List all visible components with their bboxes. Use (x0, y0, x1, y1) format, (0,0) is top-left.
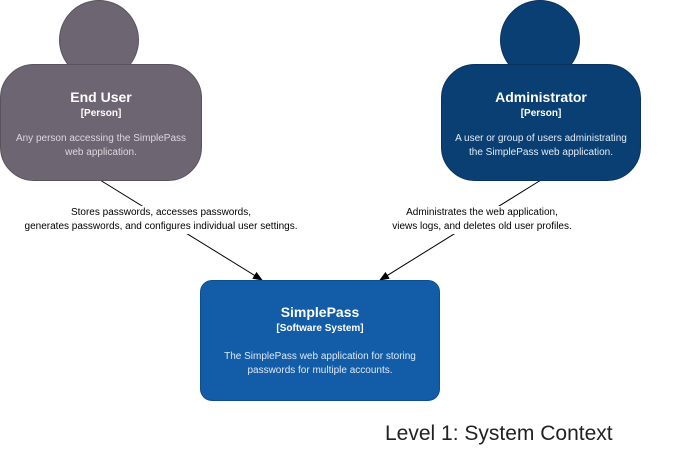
edge-label-line: Stores passwords, accesses passwords, (70, 207, 252, 218)
diagram-caption: Level 1: System Context (385, 422, 613, 445)
end-user-title: End User (70, 89, 132, 105)
administrator-title: Administrator (495, 89, 587, 105)
administrator-description-line: the SimplePass web application. (469, 147, 613, 158)
edge-label-administrator-to-simplepass: Administrates the web application, views… (378, 206, 586, 234)
edge-label-end-user-to-simplepass: Stores passwords, accesses passwords, ge… (6, 206, 316, 234)
simplepass-system-node[interactable]: SimplePass [Software System] The SimpleP… (200, 280, 440, 401)
edge-label-line: views logs, and deletes old user profile… (392, 221, 572, 232)
end-user-node[interactable]: End User [Person] Any person accessing t… (0, 64, 202, 181)
simplepass-description-line: passwords for multiple accounts. (247, 365, 393, 376)
edge-label-line: Administrates the web application, (406, 207, 558, 218)
simplepass-title: SimplePass (280, 304, 360, 320)
administrator-type: [Person] (520, 108, 562, 119)
administrator-description: A user or group of users administrating … (446, 132, 636, 160)
edge-label-line: generates passwords, and configures indi… (24, 221, 298, 232)
administrator-description-line: A user or group of users administrating (455, 133, 627, 144)
simplepass-description-line: The SimplePass web application for stori… (224, 351, 416, 362)
end-user-description-line: Any person accessing the SimplePass (15, 133, 187, 144)
administrator-node[interactable]: Administrator [Person] A user or group o… (441, 64, 641, 181)
end-user-description: Any person accessing the SimplePass web … (5, 132, 197, 160)
simplepass-description: The SimplePass web application for stori… (205, 350, 435, 378)
end-user-type: [Person] (80, 108, 122, 119)
simplepass-type: [Software System] (276, 323, 364, 334)
end-user-description-line: web application. (65, 147, 137, 158)
